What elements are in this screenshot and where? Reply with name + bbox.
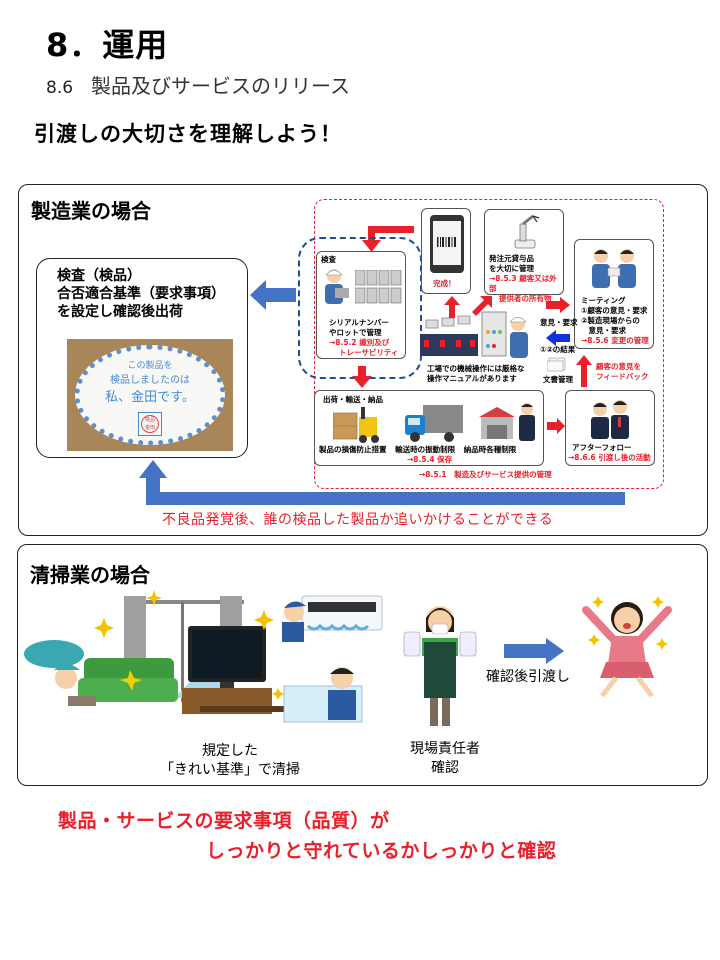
manager-caption: 現場責任者 確認 [400,740,490,778]
stamp-seal: 検品 金田 [141,415,159,433]
arrow-up-icon [576,355,592,387]
meeting-line: ミーティング [581,296,626,305]
delivery-warehouse-icon [479,403,535,441]
factory-caption: 工場での機械操作には厳格な 操作マニュアルがあります [427,364,525,384]
worker-icon [325,269,349,304]
customer-property-line: 発注元貸与品 [489,254,534,263]
area-ref: →8.5.1 製造及びサービス提供の管理 [419,470,552,479]
section-heading: 8.6 製品及びサービスのリリース [46,70,350,99]
robot-arm-icon [514,214,540,249]
forklift-icon [333,407,379,443]
after-follow-ref: →8.6.6 引渡し後の活動 [568,453,651,462]
sticker-line: この製品を [127,361,173,371]
stamp-icon: 検品 金田 [138,412,162,436]
customer-property-text: 発注元貸与品 を大切に管理 →8.5.3 顧客又は外部 提供者の所有物 [489,254,563,304]
return-arrow-icon [139,460,625,505]
section-number: 8.6 [46,78,74,98]
complete-card: 完成！ [421,208,471,294]
document-label: 文書管理 [543,375,573,384]
customer-property-card: 発注元貸与品 を大切に管理 →8.5.3 顧客又は外部 提供者の所有物 [484,209,564,303]
phone-barcode-icon [430,215,464,273]
conclusion-line: 製品・サービスの要求事項（品質）が [58,810,390,832]
inspection-sticker-photo: この製品を 検品しましたのは 私、金田です。 検品 金田 [67,339,233,451]
meeting-line: 意見・要求 [581,326,626,335]
inspection-card-label: 検査 [321,255,336,264]
inspection-card-line: やロットで管理 [329,328,382,337]
after-follow-card: アフターフォロー →8.6.6 引渡し後の活動 [565,390,655,466]
meeting-text: ミーティング ①顧客の意見・要求 ②製造現場からの 意見・要求 →8.5.6 変… [581,296,649,346]
clean-caption: 規定した 「きれい基準」で清掃 [160,742,300,780]
truck-icon [405,405,463,442]
lead-text: 引渡しの大切さを理解しよう！ [34,122,342,146]
inspection-card-ref: トレーサビリティ [339,348,399,357]
inspection-line: を設定し確認後出荷 [57,304,183,320]
shipping-label: 出荷・輸送・納品 [323,395,383,404]
shipping-item: 納品時各種制限 [463,445,517,454]
shipping-item: 製品の損傷防止措置 [319,445,387,454]
inspection-card-line: シリアルナンバー [329,318,389,327]
feedback-line: フィードバック [596,372,649,381]
cleaning-scene-illustration [24,590,383,723]
customer-property-line: を大切に管理 [489,264,534,273]
complete-label: 完成！ [433,279,456,288]
shipping-ref: →8.5.4 保存 [407,455,453,464]
page-title: 8．運用 [46,26,169,64]
feedback-label: 顧客の意見を フィードバック [596,362,648,382]
feedback-line: 顧客の意見を [596,362,641,371]
customer-property-ref: 提供者の所有物 [499,294,552,303]
manufacturing-title: 製造業の場合 [31,199,151,223]
products-icon [355,270,402,304]
arrow-down-icon [362,226,414,252]
manager-caption-line: 現場責任者 [410,741,480,757]
opinion-label: 意見・要求 [540,318,578,327]
inspection-text: 検査（検品） 合否適合基準（要求事項） を設定し確認後出荷 [57,267,225,321]
meeting-line: ①顧客の意見・要求 [581,306,648,315]
arrow-left-icon [546,330,570,346]
shipping-card: 出荷・輸送・納品 製品の損傷防止措置 輸送時の振動制限 納品時各種制限 →8.5… [314,390,544,466]
shipping-item: 輸送時の振動制限 [395,445,456,454]
result-label: ①②の結果 [540,345,576,354]
section-title: 製品及びサービスのリリース [91,74,351,98]
factory-machines-icon [420,311,528,358]
after-follow-label: アフターフォロー [572,443,632,452]
inspection-sticker: この製品を 検品しましたのは 私、金田です。 検品 金田 [75,345,225,445]
inspection-card-ref: →8.5.2 識別及び [329,338,390,347]
meeting-people-icon [592,249,636,288]
meeting-card: ミーティング ①顧客の意見・要求 ②製造現場からの 意見・要求 →8.5.6 変… [574,239,654,349]
process-area: →8.5.1 製造及びサービス提供の管理 [314,199,664,489]
clean-caption-line: 規定した [202,743,258,759]
arrow-down-icon [352,366,372,388]
arrow-left-icon [250,280,296,310]
sticker-line: 検品しましたのは [110,375,190,386]
conclusion-line: しっかりと守れているかしっかりと確認 [206,840,557,862]
factory-caption-line: 工場での機械操作には厳格な [427,364,525,373]
documents-icon [547,357,566,372]
cleaning-title: 清掃業の場合 [30,563,150,587]
arrow-right-icon [547,418,565,434]
arrow-up-icon [444,296,492,318]
meeting-line: ②製造現場からの [581,316,640,325]
arrow-right-icon [504,638,564,664]
inspection-card: 検査 シリアルナンバー やロットで管理 →8.5.2 識別及び トレーサビリティ [316,251,406,359]
inspection-line: 合否適合基準（要求事項） [57,286,225,302]
sticker-line: 私、金田です。 [105,390,195,405]
stamp-text: 金田 [144,425,155,431]
traceability-caption: 不良品発覚後、誰の検品した製品か追いかけることができる [162,512,554,528]
manager-caption-line: 確認 [431,760,459,776]
customer-property-ref: →8.5.3 顧客又は外部 [489,274,557,293]
factory-caption-line: 操作マニュアルがあります [427,374,517,383]
inspection-card-text: シリアルナンバー やロットで管理 →8.5.2 識別及び トレーサビリティ [329,318,398,358]
arrow-right-icon [546,297,570,313]
inspection-box: 検査（検品） 合否適合基準（要求事項） を設定し確認後出荷 この製品を 検品しま… [36,258,248,458]
after-follow-people-icon [591,400,629,439]
stamp-text: 検品 [144,417,155,423]
site-manager-illustration [403,606,477,726]
inspection-line: 検査（検品） [57,268,141,284]
clean-caption-line: 「きれい基準」で清掃 [160,762,300,778]
meeting-ref: →8.5.6 変更の管理 [581,336,649,345]
conclusion-message: 製品・サービスの要求事項（品質）が しっかりと守れているかしっかりと確認 [58,806,556,866]
happy-customer-illustration [582,596,672,698]
shipping-items: 製品の損傷防止措置 輸送時の振動制限 納品時各種制限 [319,445,516,455]
handover-caption: 確認後引渡し [486,669,570,685]
